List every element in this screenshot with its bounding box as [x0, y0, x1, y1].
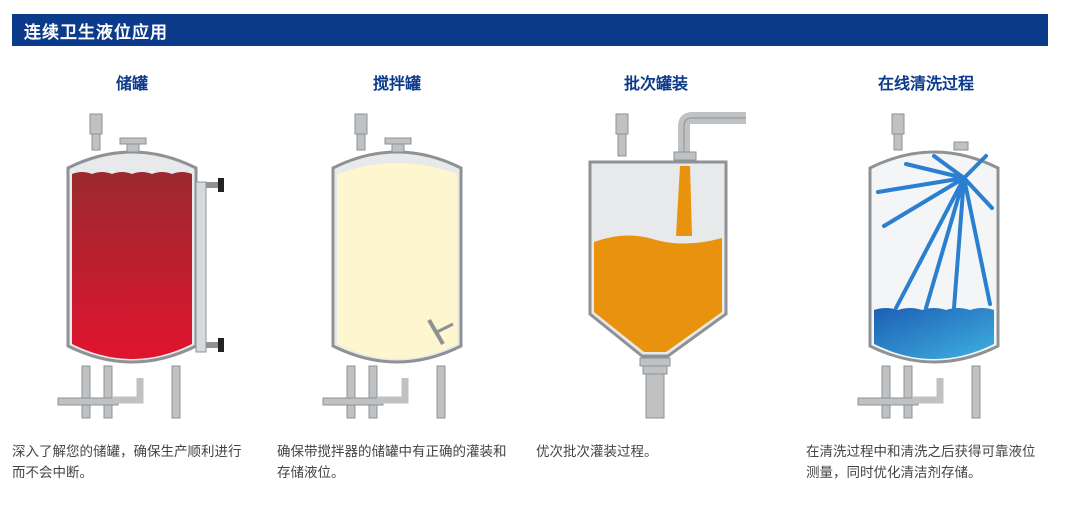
column-description: 优次批次灌装过程。: [536, 444, 658, 460]
column-title: 在线清洗过程: [877, 74, 974, 93]
storage-tank-icon: [57, 113, 224, 419]
column-title: 批次罐装: [623, 74, 688, 93]
column-description: 在清洗过程中和清洗之后获得可靠液位测量，同时优化清洁剂存储。: [806, 444, 1036, 481]
column-description: 确保带搅拌器的储罐中有正确的灌装和存储液位。: [277, 444, 507, 481]
batch-filling-icon: [588, 112, 746, 419]
column-title: 搅拌罐: [372, 74, 421, 93]
header-title: 连续卫生液位应用: [24, 22, 168, 43]
column-description: 深入了解您的储罐，确保生产顺利进行而不会中断。: [12, 444, 242, 481]
header-bar: 连续卫生液位应用: [12, 14, 1048, 46]
column-title: 储罐: [115, 74, 148, 93]
cip-tank-icon: [857, 113, 1000, 419]
mixing-tank-icon: [322, 113, 463, 419]
